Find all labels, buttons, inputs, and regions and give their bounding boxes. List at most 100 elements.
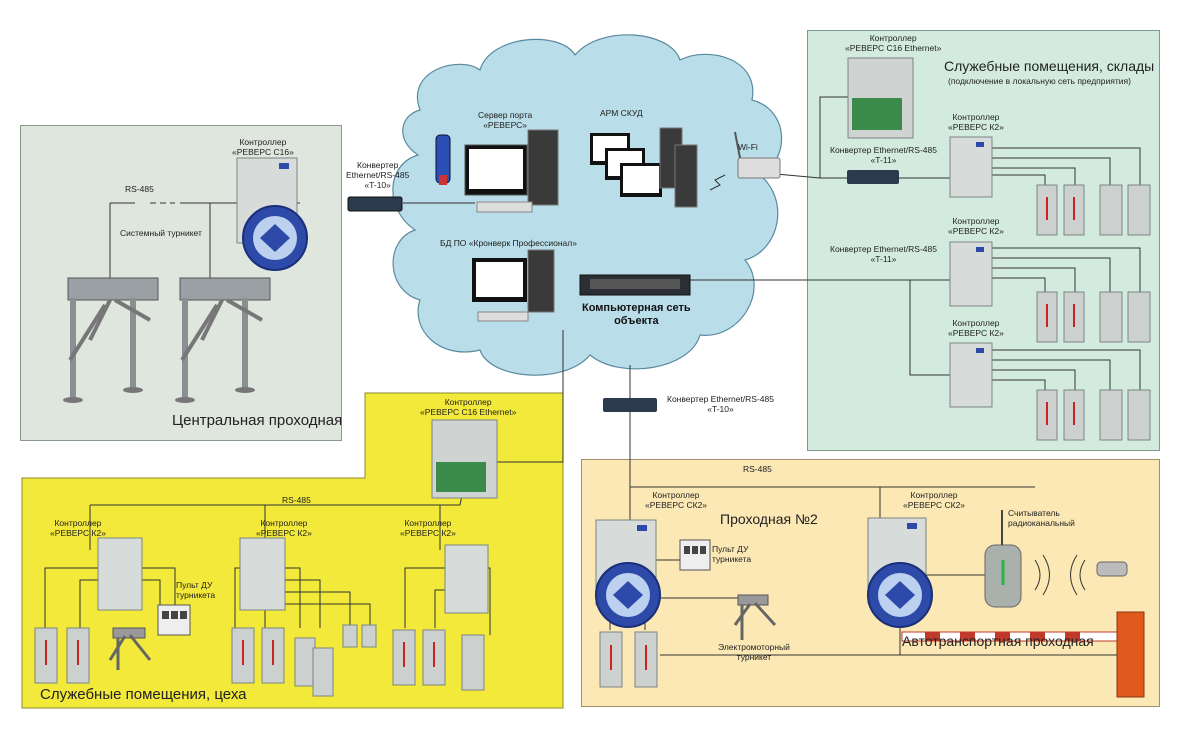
label-line: Контроллер	[404, 518, 452, 528]
label-line: «T-10»	[364, 180, 391, 190]
db-label: БД ПО «Кронверк Профессионал»	[440, 238, 577, 248]
shops-controller-ethernet	[431, 419, 498, 499]
central-rs485-label: RS-485	[125, 184, 154, 194]
auto-zone-title: Автотранспортная проходная	[902, 633, 1094, 649]
label-line: «РЕВЕРС»	[483, 120, 528, 130]
shops-k2-1	[97, 537, 143, 611]
central-controller-c16	[236, 157, 308, 271]
label-line: «РЕВЕРС К2»	[948, 226, 1004, 236]
converter-t11-1-label: Конвертер Ethernet/RS-485 «T-11»	[830, 145, 937, 165]
arm-workstations	[590, 127, 698, 208]
central-converter-label: Конвертер Ethernet/RS-485 «T-10»	[346, 160, 409, 190]
usb-key	[435, 134, 451, 185]
warehouse-ethernet-label: Контроллер «РЕВЕРС С16 Ethernet»	[845, 33, 941, 53]
arm-label: АРМ СКУД	[600, 108, 643, 118]
db-computer	[472, 249, 555, 322]
radio-reader-label: Считыватель радиоканальный	[1008, 508, 1075, 528]
electromotor-turnstile-label: Электромоторный турникет	[718, 642, 790, 662]
label-line: «РЕВЕРС С16»	[232, 147, 294, 157]
label-line: «РЕВЕРС К2»	[256, 528, 312, 538]
label-line: «РЕВЕРС К2»	[948, 328, 1004, 338]
label-line: «РЕВЕРС С16 Ethernet»	[845, 43, 942, 53]
label-line: Контроллер	[652, 490, 700, 500]
label-line: Контроллер	[952, 112, 1000, 122]
label-line: Контроллер	[239, 137, 287, 147]
shops-zone-title: Служебные помещения, цеха	[40, 686, 247, 703]
warehouse-k2-2	[949, 241, 993, 307]
shops-ethernet-label: Контроллер «РЕВЕРС С16 Ethernet»	[420, 397, 516, 417]
pass2-rs485-label: RS-485	[743, 464, 772, 474]
pass2-converter	[603, 398, 657, 412]
label-line: «РЕВЕРС К2»	[400, 528, 456, 538]
network-title: Компьютерная сеть объекта	[582, 302, 691, 328]
system-turnstile-1	[63, 277, 159, 403]
label-line: Конвертер	[357, 160, 399, 170]
server-computer	[464, 129, 559, 213]
label-line: турникета	[176, 590, 216, 600]
shops-remote-label: Пульт ДУ турникета	[176, 580, 215, 600]
shops-k2-1-label: Контроллер «РЕВЕРС К2»	[50, 518, 106, 538]
pass2-remote	[679, 539, 711, 571]
radio-reader	[984, 510, 1128, 608]
label-line: Контроллер	[869, 33, 917, 43]
label-line: Ethernet/RS-485	[346, 170, 410, 180]
label-line: Контроллер	[952, 318, 1000, 328]
label-line: «T-11»	[870, 155, 897, 165]
system-turnstile-label: Системный турникет	[120, 228, 202, 238]
label-line: радиоканальный	[1008, 518, 1075, 528]
label-line: «РЕВЕРС К2»	[948, 122, 1004, 132]
central-converter	[347, 196, 403, 212]
barrier	[901, 611, 1145, 698]
label-line: «РЕВЕРС СК2»	[645, 500, 708, 510]
warehouse-readers	[1036, 184, 1151, 441]
pass2-zone-title: Проходная №2	[720, 511, 818, 527]
label-line: Конвертер Ethernet/RS-485	[830, 145, 937, 155]
label-line: «T-11»	[870, 254, 897, 264]
converter-t11-1	[847, 170, 899, 184]
label-line: турникета	[712, 554, 752, 564]
warehouse-k2-1	[949, 136, 993, 198]
pass2-controller-ck2	[595, 519, 661, 628]
central-controller-label: Контроллер «РЕВЕРС С16»	[232, 137, 294, 157]
shops-k2-3-label: Контроллер «РЕВЕРС К2»	[400, 518, 456, 538]
auto-controller-ck2	[867, 517, 933, 628]
label-line: Контроллер	[54, 518, 102, 528]
label-line: «РЕВЕРС С16 Ethernet»	[420, 407, 517, 417]
warehouse-k2-2-label: Контроллер «РЕВЕРС К2»	[948, 216, 1004, 236]
shops-rs485-label: RS-485	[282, 495, 311, 505]
shops-k2-2	[239, 537, 286, 611]
label-line: «РЕВЕРС К2»	[50, 528, 106, 538]
label-line: Пульт ДУ	[176, 580, 213, 590]
warehouse-k2-3	[949, 342, 993, 408]
warehouse-k2-1-label: Контроллер «РЕВЕРС К2»	[948, 112, 1004, 132]
warehouse-k2-3-label: Контроллер «РЕВЕРС К2»	[948, 318, 1004, 338]
shops-k2-2-label: Контроллер «РЕВЕРС К2»	[256, 518, 312, 538]
label-line: Контроллер	[444, 397, 492, 407]
pass2-ck2-label: Контроллер «РЕВЕРС СК2»	[645, 490, 707, 510]
label-line: Электромоторный	[718, 642, 790, 652]
label-line: Конвертер Ethernet/RS-485	[667, 394, 774, 404]
wifi-label: Wi-Fi	[738, 142, 758, 152]
shops-k2-3	[444, 544, 489, 614]
converter-t11-2-label: Конвертер Ethernet/RS-485 «T-11»	[830, 244, 937, 264]
warehouse-zone-subtitle: (подключение в локальную сеть предприяти…	[948, 76, 1131, 86]
label-line: объекта	[614, 315, 659, 327]
pass2-readers	[599, 631, 658, 688]
shops-turnstile	[108, 627, 152, 670]
wifi-router	[709, 131, 781, 191]
label-line: Считыватель	[1008, 508, 1060, 518]
label-line: Контроллер	[910, 490, 958, 500]
label-line: «РЕВЕРС СК2»	[903, 500, 966, 510]
auto-ck2-label: Контроллер «РЕВЕРС СК2»	[903, 490, 965, 510]
warehouse-controller-ethernet	[847, 57, 914, 139]
label-line: Сервер порта	[478, 110, 533, 120]
warehouse-zone-title: Служебные помещения, склады	[944, 58, 1155, 74]
system-turnstile-2	[175, 277, 271, 403]
pass2-remote-label: Пульт ДУ турникета	[712, 544, 751, 564]
pass2-converter-label: Конвертер Ethernet/RS-485 «T-10»	[667, 394, 774, 414]
electromotor-turnstile	[733, 594, 777, 640]
central-zone-title: Центральная проходная	[172, 412, 343, 429]
server-port-label: Сервер порта «РЕВЕРС»	[478, 110, 532, 130]
